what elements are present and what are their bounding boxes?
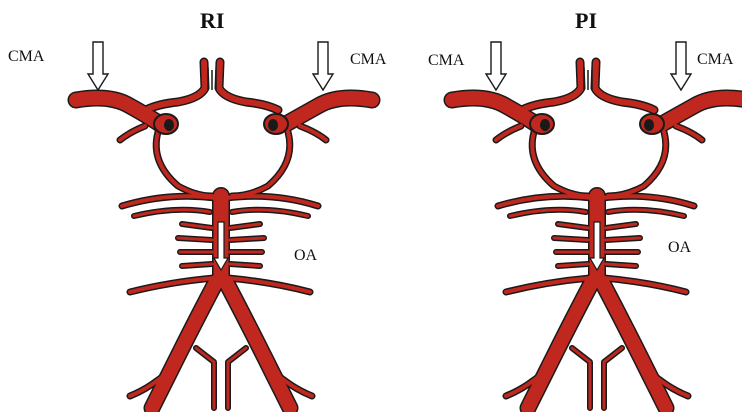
- cma-arrow-right-ri: [313, 42, 333, 90]
- circle-of-willis-ri: [76, 62, 372, 408]
- cma-arrow-right-pi: [671, 42, 691, 90]
- circle-of-willis-pi: [452, 62, 742, 408]
- cma-arrow-left-ri: [88, 42, 108, 90]
- cma-arrow-left-pi: [486, 42, 506, 90]
